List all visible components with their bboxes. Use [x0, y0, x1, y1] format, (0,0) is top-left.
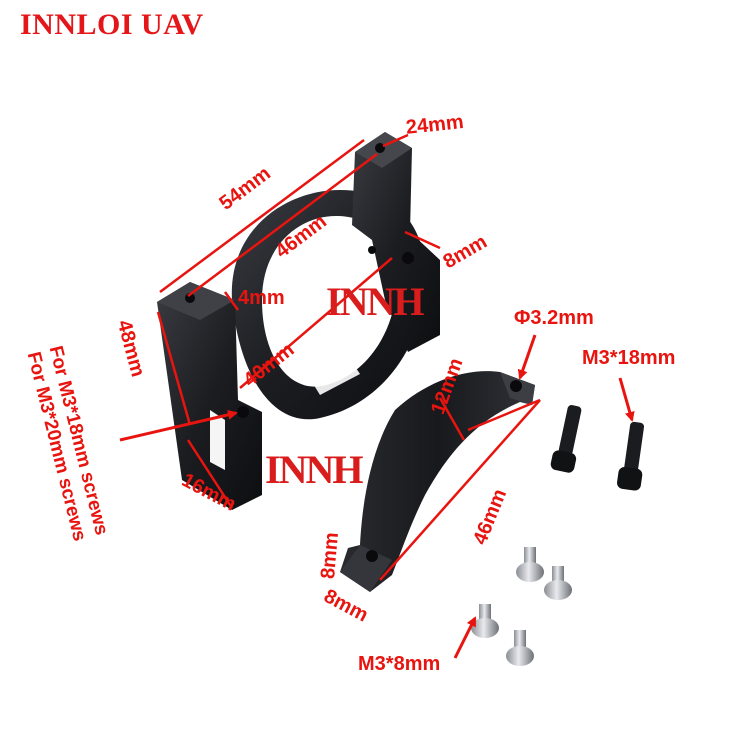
motor-clamp	[340, 371, 535, 592]
pointer-arrows	[119, 334, 635, 659]
watermark: INNH	[326, 279, 424, 324]
short-screws	[471, 547, 572, 666]
long-screws	[550, 405, 645, 491]
screw-label-short: M3*8mm	[358, 653, 441, 675]
mount-left-post	[157, 282, 262, 510]
dimension-lines	[156, 133, 541, 581]
mount-ring	[231, 190, 426, 420]
brand-title: INNLOI UAV	[20, 8, 204, 41]
dim-label-8mm-tab-height: 8mm	[317, 531, 343, 580]
watermark: INNH	[265, 447, 363, 492]
screw-label-long: M3*18mm	[582, 347, 676, 369]
clamp-arc	[340, 371, 535, 592]
mount-right-post	[352, 132, 440, 352]
dim-label-4mm: 4mm	[238, 287, 285, 309]
dim-label-hole-diameter: Φ3.2mm	[514, 307, 594, 329]
motor-mount	[157, 132, 440, 510]
